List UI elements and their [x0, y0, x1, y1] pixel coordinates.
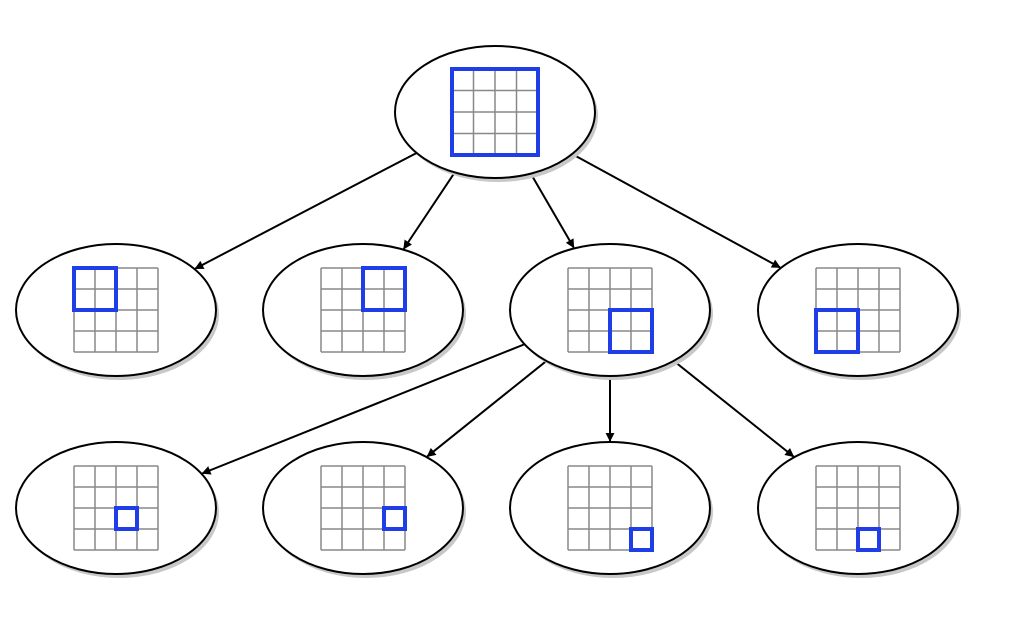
highlight-region	[856, 527, 881, 552]
edge-q-bottom-right-to-c-top-right	[426, 360, 548, 458]
edge-root-to-q-bottom-right	[529, 173, 575, 249]
node-root	[394, 45, 598, 182]
nodes-layer	[15, 45, 961, 578]
edge-root-to-q-top-right	[402, 171, 456, 250]
edge-root-to-q-bottom-left	[571, 153, 781, 269]
grid-4x4	[815, 465, 901, 551]
node-q-bottom-right	[509, 243, 713, 380]
highlight-region	[814, 308, 860, 354]
highlight-region	[72, 266, 118, 312]
edge-root-to-q-top-left	[194, 152, 418, 270]
node-c-bottom-right	[509, 441, 713, 578]
highlight-region	[629, 527, 654, 552]
node-c-top-left	[15, 441, 219, 578]
edge-q-bottom-right-to-c-bottom-left	[673, 360, 795, 458]
node-q-top-left	[15, 243, 219, 380]
edge-q-bottom-right-to-c-top-left	[201, 343, 525, 475]
highlight-region	[361, 266, 407, 312]
edges-layer	[194, 152, 795, 475]
node-q-top-right	[262, 243, 466, 380]
node-c-top-right	[262, 441, 466, 578]
node-q-bottom-left	[757, 243, 961, 380]
node-c-bottom-left	[757, 441, 961, 578]
highlight-region	[608, 308, 654, 354]
highlight-region	[450, 67, 540, 157]
highlight-region	[114, 506, 139, 531]
highlight-region	[382, 506, 407, 531]
